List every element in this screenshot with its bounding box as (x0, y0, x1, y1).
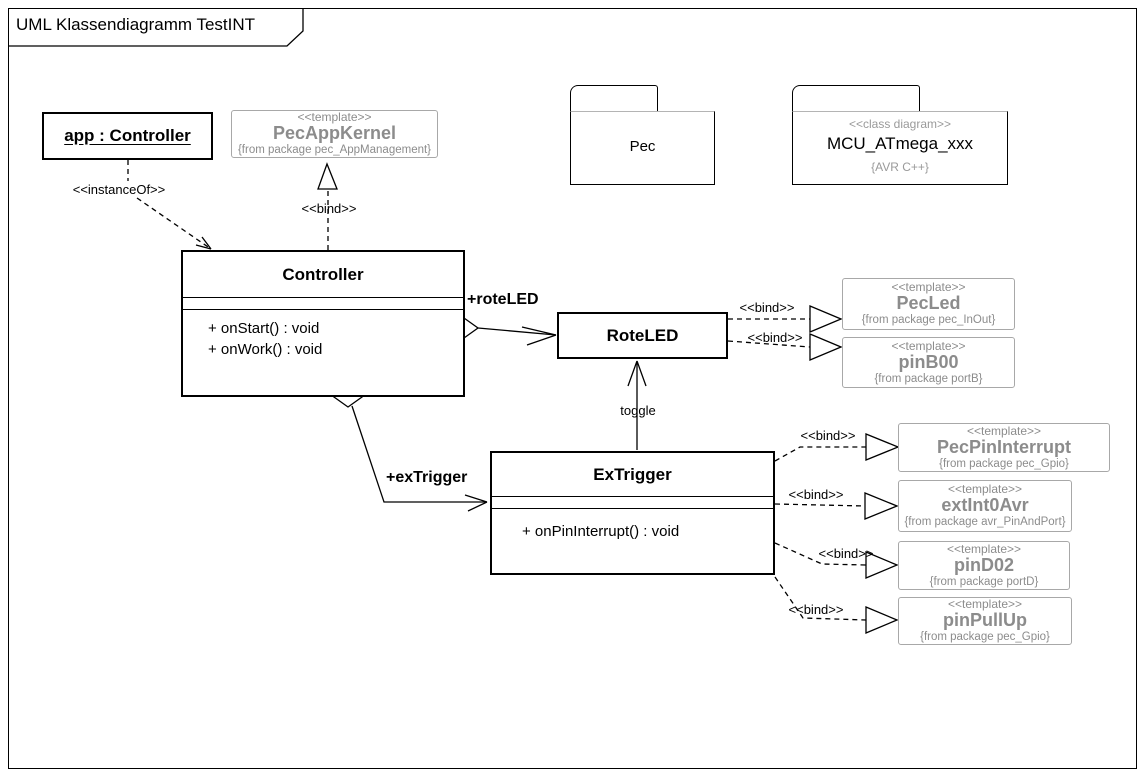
package-mcu-tab[interactable] (792, 85, 920, 112)
template-pind02[interactable]: <<template>> pinD02 {from package portD} (898, 541, 1070, 590)
operation: + onWork() : void (208, 341, 323, 358)
operation: + onStart() : void (208, 320, 320, 337)
template-name: PecPinInterrupt (936, 436, 1072, 457)
package-pec[interactable]: Pec (570, 111, 715, 185)
stereotype-label: <<class diagram>> (848, 117, 952, 131)
template-name: extInt0Avr (941, 495, 1029, 515)
stereotype-label: <<template>> (966, 423, 1042, 438)
class-attributes-compartment (183, 297, 463, 310)
toggle-label: toggle (620, 403, 656, 418)
object-app-controller[interactable]: app : Controller (42, 112, 213, 160)
stereotype-label: <<template>> (297, 110, 372, 124)
instanceof-label: <<instanceOf>> (72, 182, 166, 197)
template-name: PecLed (896, 293, 961, 313)
class-name: Controller (282, 265, 364, 284)
package-name: Pec (629, 138, 656, 155)
template-pecpininterrupt[interactable]: <<template>> PecPinInterrupt {from packa… (898, 423, 1110, 472)
package-tag: {AVR C++} (871, 160, 929, 174)
bind-label: <<bind>> (739, 300, 795, 315)
template-name: pinD02 (953, 554, 1014, 575)
template-pecappkernel[interactable]: <<template>> PecAppKernel {from package … (231, 110, 438, 158)
package-name: MCU_ATmega_xxx (826, 134, 974, 153)
stereotype-label: <<template>> (891, 280, 966, 294)
from-package-label: {from package pec_Gpio} (920, 631, 1050, 643)
class-name: ExTrigger (593, 465, 672, 484)
package-pec-tab[interactable] (570, 85, 658, 112)
stereotype-label: <<template>> (891, 338, 966, 353)
stereotype-label: <<template>> (947, 597, 1023, 611)
bind-label: <<bind>> (788, 602, 844, 617)
template-name: PecAppKernel (272, 123, 397, 143)
association-end-extrigger-label: +exTrigger (386, 469, 468, 486)
from-package-label: {from package pec_InOut} (861, 314, 996, 326)
bind-label: <<bind>> (788, 487, 844, 502)
class-operations-compartment: + onPinInterrupt() : void (492, 509, 773, 542)
class-controller[interactable]: Controller + onStart() : void + onWork()… (181, 250, 465, 397)
from-package-label: {from package pec_AppManagement} (237, 144, 432, 156)
template-pinpullup[interactable]: <<template>> pinPullUp {from package pec… (898, 597, 1072, 645)
stereotype-label: <<template>> (947, 482, 1023, 496)
template-pinb00[interactable]: <<template>> pinB00 {from package portB} (842, 337, 1015, 388)
diagram-frame (8, 8, 1137, 769)
object-name: app : Controller (64, 126, 191, 145)
association-end-rotelled-label: +roteLED (467, 291, 539, 308)
bind-label: <<bind>> (800, 428, 856, 443)
diagram-title: UML Klassendiagramm TestINT (16, 15, 256, 34)
operation: + onPinInterrupt() : void (522, 523, 680, 540)
class-attributes-compartment (492, 496, 773, 509)
class-extrigger[interactable]: ExTrigger + onPinInterrupt() : void (490, 451, 775, 575)
from-package-label: {from package pec_Gpio} (939, 457, 1069, 470)
bind-label: <<bind>> (747, 330, 803, 345)
stereotype-label: <<template>> (946, 541, 1022, 556)
template-extint0avr[interactable]: <<template>> extInt0Avr {from package av… (898, 480, 1072, 532)
class-roteled[interactable]: RoteLED (557, 312, 728, 359)
bind-label: <<bind>> (301, 201, 357, 216)
from-package-label: {from package portB} (874, 372, 983, 385)
package-mcu-atmega[interactable]: <<class diagram>> MCU_ATmega_xxx {AVR C+… (792, 111, 1008, 185)
template-pecled[interactable]: <<template>> PecLed {from package pec_In… (842, 278, 1015, 330)
from-package-label: {from package portD} (929, 575, 1039, 588)
from-package-label: {from package avr_PinAndPort} (904, 516, 1066, 528)
class-operations-compartment: + onStart() : void + onWork() : void (183, 310, 463, 360)
class-name: RoteLED (606, 326, 679, 345)
template-name: pinB00 (898, 351, 959, 372)
bind-label: <<bind>> (818, 546, 874, 561)
template-name: pinPullUp (943, 610, 1027, 630)
